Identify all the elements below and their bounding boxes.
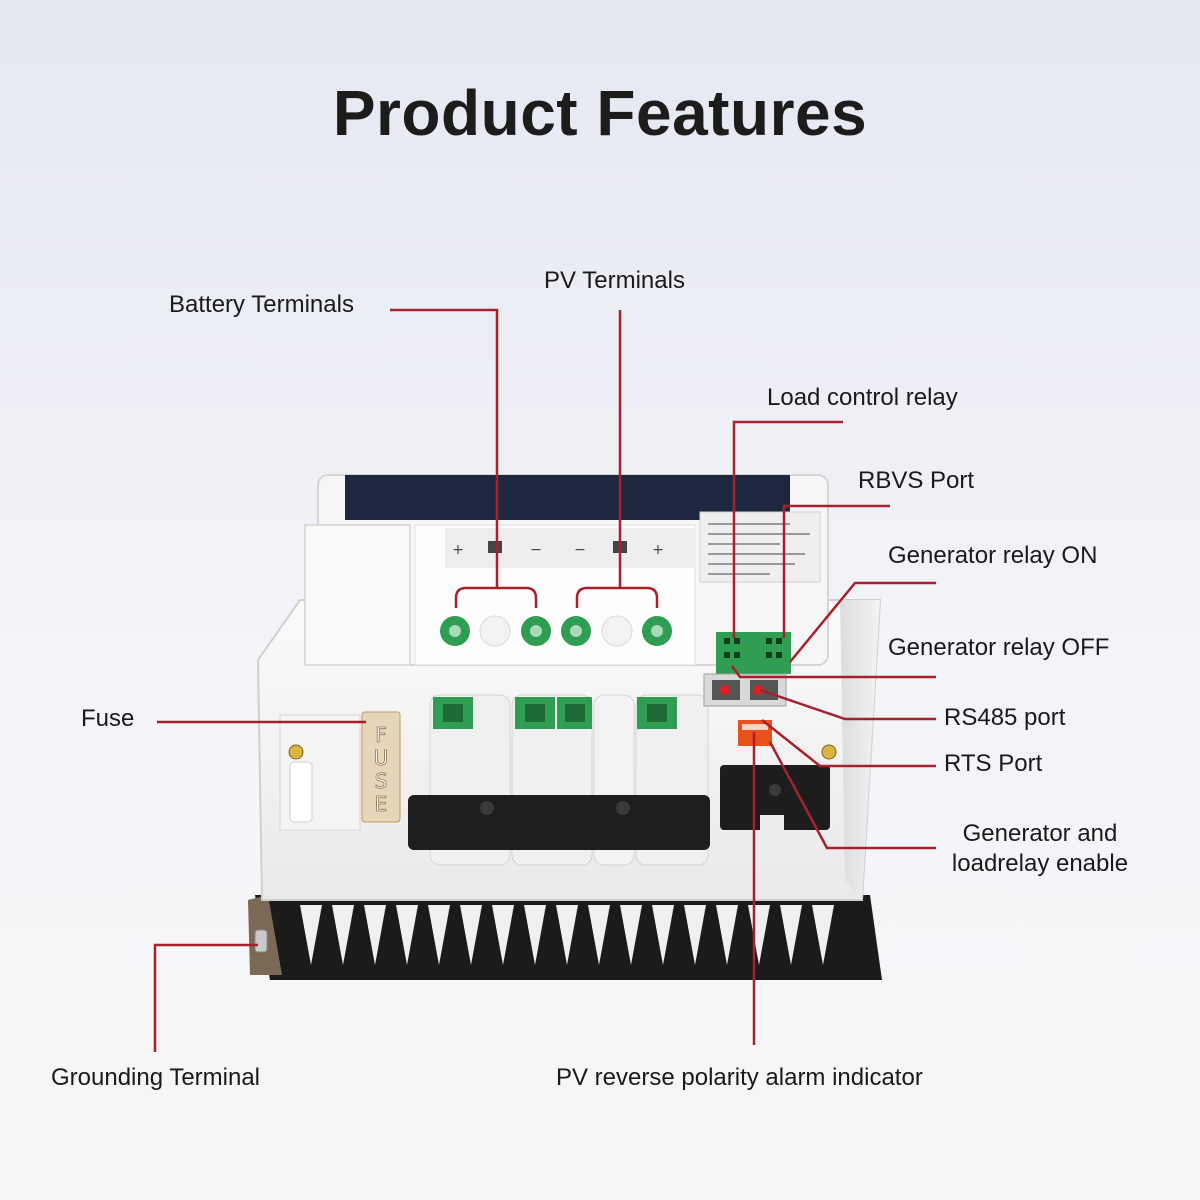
rts-led-icon <box>753 685 763 695</box>
pv-minus-mark: − <box>574 542 586 558</box>
leader-battery-bracket <box>454 586 538 608</box>
fuse-compartment: F U S E <box>279 711 401 831</box>
page-title: Product Features <box>332 77 868 149</box>
heatsink-fin-gap <box>428 905 450 965</box>
heatsink-fin-gap <box>460 905 482 965</box>
battery-plus-mark: + <box>452 542 464 558</box>
label-generator-relay-on: Generator relay ON <box>888 542 1098 569</box>
grounding-plate <box>248 895 282 975</box>
fuse-letter-s: S <box>375 769 388 793</box>
leader-generator-relay-off <box>730 665 936 679</box>
battery-minus-mark: − <box>530 542 542 558</box>
battery-terminals <box>440 615 551 647</box>
battery-icon <box>488 541 502 553</box>
label-rts-port: RTS Port <box>944 750 1043 777</box>
leader-grounding-terminal <box>153 943 258 1052</box>
heatsink-fin-gap <box>300 905 322 965</box>
heatsink-fin-gap <box>556 905 578 965</box>
leader-generator-enable <box>768 741 936 850</box>
leader-rts-port <box>761 719 936 768</box>
heatsink-fin-gap <box>332 905 354 965</box>
label-battery-terminals: Battery Terminals <box>169 291 354 318</box>
pv-terminals <box>561 615 672 647</box>
label-rs485-port: RS485 port <box>944 704 1066 731</box>
label-generator-relay-off: Generator relay OFF <box>888 634 1110 661</box>
heatsink <box>255 895 882 980</box>
pv-plus-mark: + <box>652 542 664 558</box>
mounting-hole-right-icon <box>821 744 837 760</box>
heatsink-fin-gap <box>492 905 514 965</box>
mounting-hole-left-icon <box>288 744 304 760</box>
heatsink-fin-gap <box>780 905 802 965</box>
label-generator-enable: Generator and loadrelay enable <box>940 819 1140 879</box>
leader-pv-bracket <box>575 586 659 608</box>
load-terminal-block <box>720 765 830 840</box>
heatsink-fin-gap <box>364 905 386 965</box>
leader-generator-relay-on <box>789 581 936 663</box>
fuse-letter-f: F <box>375 723 387 747</box>
heatsink-fin-gap <box>396 905 418 965</box>
rs485-led-icon <box>720 685 730 695</box>
cable-clamp-bar <box>408 795 710 850</box>
leader-load-control-relay <box>732 420 843 638</box>
heatsink-fin-gap <box>652 905 674 965</box>
label-grounding-terminal: Grounding Terminal <box>51 1064 261 1091</box>
grounding-screw-icon <box>254 929 268 953</box>
label-generator-enable-line1: Generator and <box>962 820 1118 847</box>
label-load-control-relay: Load control relay <box>767 384 958 411</box>
label-rbvs-port: RBVS Port <box>858 467 975 494</box>
leader-battery-terminals <box>390 308 499 588</box>
communication-ports <box>703 673 787 707</box>
label-generator-enable-line2: loadrelay enable <box>951 850 1129 877</box>
controller-housing: + − − + <box>256 474 882 901</box>
heatsink-fin-gap <box>684 905 706 965</box>
relay-connector <box>716 632 791 674</box>
leader-lines <box>153 308 936 1052</box>
leader-rbvs-port <box>782 504 890 638</box>
label-pv-terminals: PV Terminals <box>544 267 685 294</box>
spec-label <box>699 511 821 583</box>
heatsink-fin-gap <box>524 905 546 965</box>
heatsink-fin-gap <box>716 905 738 965</box>
heatsink-fin-gap <box>620 905 642 965</box>
fuse <box>361 711 401 823</box>
label-fuse: Fuse <box>81 705 135 732</box>
leader-rs485-port <box>759 688 936 721</box>
fuse-letter-e: E <box>375 792 388 816</box>
heatsink-fin-gap <box>588 905 610 965</box>
heatsink-fin-gap <box>812 905 834 965</box>
fuse-letter-u: U <box>374 746 389 770</box>
label-pv-reverse-alarm: PV reverse polarity alarm indicator <box>556 1064 923 1091</box>
